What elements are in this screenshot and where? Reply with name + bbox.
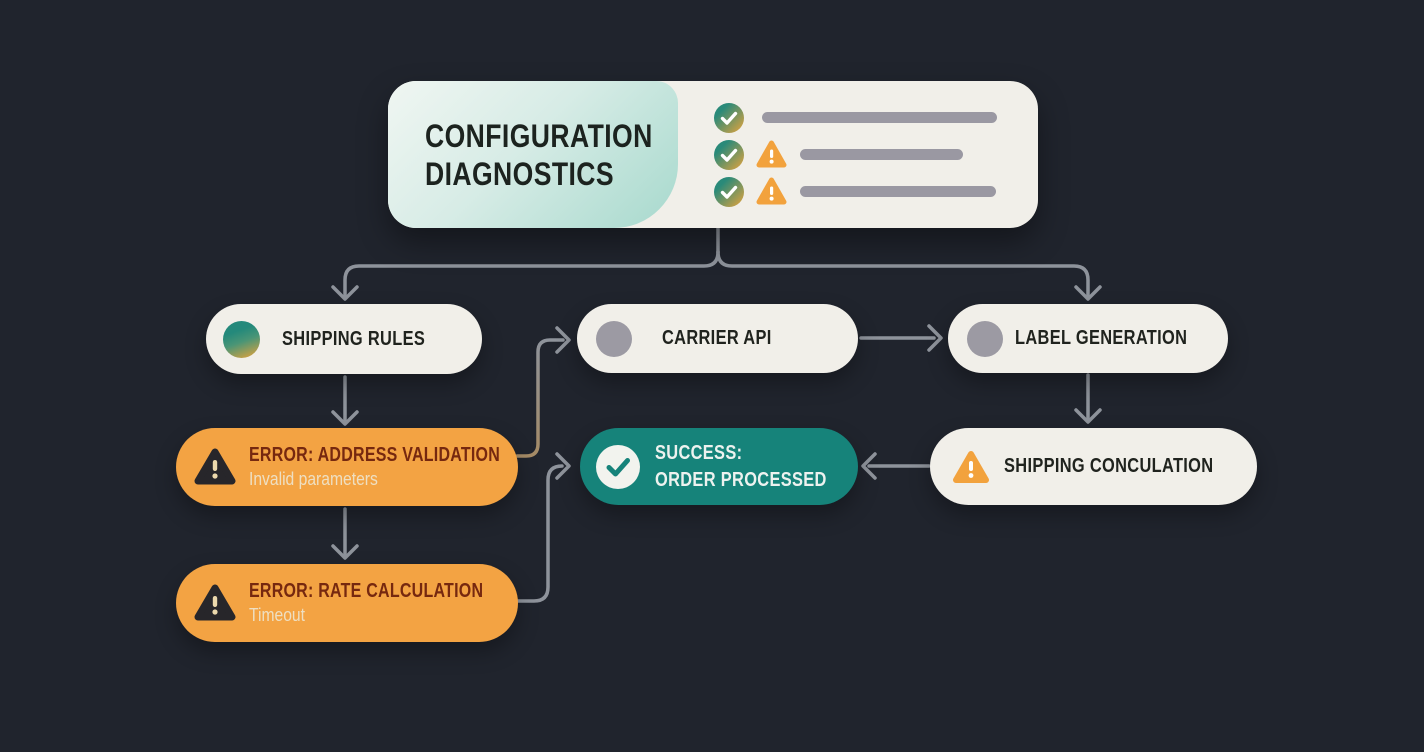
checklist-row [714, 139, 997, 170]
header-gradient-panel [388, 81, 678, 228]
edge-shipping-rules-to-error-address [331, 375, 359, 426]
node-label: SHIPPING CONCULATION [1004, 455, 1214, 477]
diagram-title: CONFIGURATION DIAGNOSTICS [425, 117, 653, 192]
node-label: SHIPPING RULES [282, 327, 426, 350]
node-label: CARRIER API [662, 327, 772, 349]
node-label: LABEL GENERATION [1015, 327, 1188, 349]
edge-error-address-to-error-rate [331, 507, 359, 560]
check-circle-icon [714, 176, 744, 207]
gradient-dot-icon [223, 320, 260, 358]
error-subtitle: Invalid parameters [249, 469, 378, 489]
edge-header-to-shipping-rules [331, 250, 720, 301]
success-subtitle: ORDER PROCESSED [655, 469, 827, 491]
dark-warning-triangle-icon [194, 584, 236, 621]
node-carrier-api: CARRIER API [577, 304, 858, 373]
arrowhead-right-icon [927, 324, 943, 352]
edge-error-address-to-carrier-api [515, 326, 571, 458]
arrowhead-left-icon [861, 452, 877, 480]
error-title: ERROR: ADDRESS VALIDATION [249, 444, 501, 466]
checklist-row [714, 176, 997, 207]
error-text: ERROR: ADDRESS VALIDATION Invalid parame… [249, 444, 563, 490]
gray-dot-icon [596, 320, 632, 357]
error-text: ERROR: RATE CALCULATION Timeout [249, 580, 542, 626]
error-subtitle: Timeout [249, 605, 305, 625]
warning-triangle-icon [756, 177, 787, 205]
node-error-rate-calculation: ERROR: RATE CALCULATION Timeout [176, 564, 518, 642]
success-title: SUCCESS: [655, 442, 743, 464]
check-circle-icon [714, 139, 744, 170]
warning-triangle-icon [756, 140, 787, 168]
node-error-address-validation: ERROR: ADDRESS VALIDATION Invalid parame… [176, 428, 518, 506]
arrowhead-right-icon [555, 326, 571, 354]
arrowhead-down-icon [331, 285, 359, 301]
node-shipping-rules: SHIPPING RULES [206, 304, 482, 374]
header-checklist [714, 81, 997, 228]
dark-warning-triangle-icon [194, 448, 236, 485]
status-bar [800, 149, 963, 160]
gray-dot-icon [967, 320, 1003, 357]
edge-shipping-conculation-to-success [861, 452, 931, 480]
error-title: ERROR: RATE CALCULATION [249, 580, 484, 602]
success-text: SUCCESS: ORDER PROCESSED [655, 441, 864, 492]
node-success-order-processed: SUCCESS: ORDER PROCESSED [580, 428, 858, 505]
success-check-circle-icon [596, 444, 640, 489]
arrowhead-down-icon [331, 410, 359, 426]
checklist-row [714, 102, 997, 133]
edge-header-to-label-generation [716, 250, 1102, 301]
node-shipping-conculation: SHIPPING CONCULATION [930, 428, 1257, 505]
arrowhead-down-icon [1074, 408, 1102, 424]
header-card: CONFIGURATION DIAGNOSTICS [388, 81, 1038, 228]
check-circle-icon [714, 102, 744, 133]
edge-carrier-api-to-label-generation [859, 324, 943, 352]
warning-triangle-icon [953, 450, 989, 483]
arrowhead-down-icon [331, 544, 359, 560]
edge-label-generation-to-shipping-conculation [1074, 373, 1102, 424]
node-label-generation: LABEL GENERATION [948, 304, 1228, 373]
arrowhead-down-icon [1074, 285, 1102, 301]
status-bar [800, 186, 996, 197]
status-bar [762, 112, 997, 123]
